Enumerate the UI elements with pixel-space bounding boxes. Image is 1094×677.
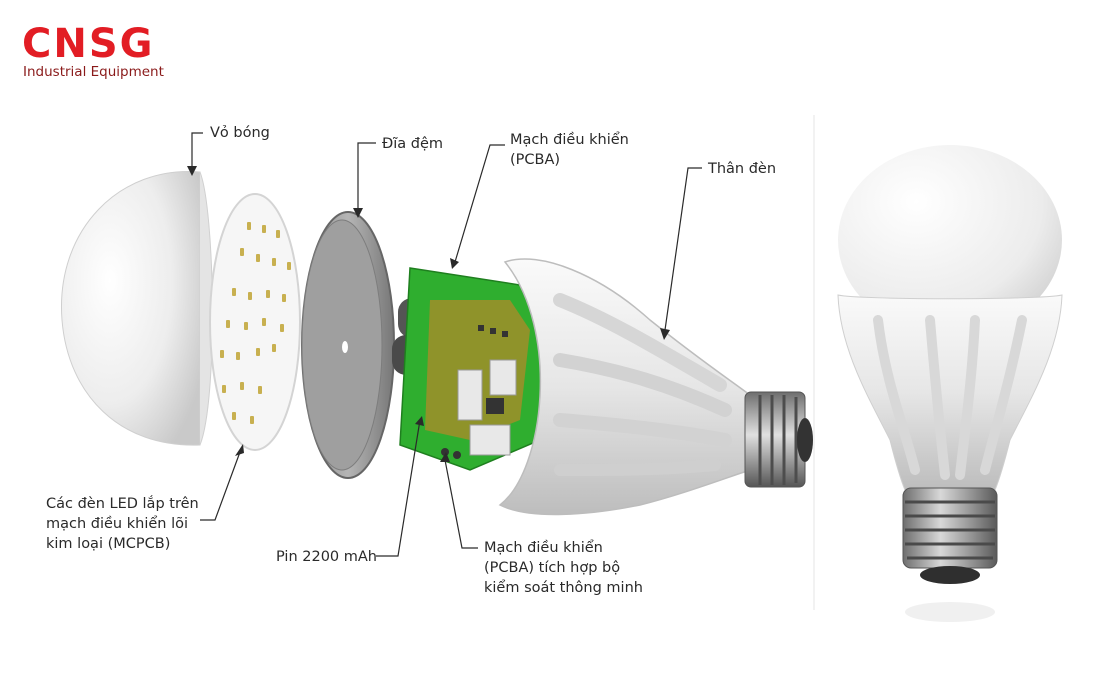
screw-base-shape (744, 391, 813, 488)
leader-cover (191, 132, 203, 168)
leader-arrowheads (187, 166, 670, 462)
leader-body (664, 167, 702, 331)
label-pcba-bottom-line1: Mạch điều khiển (484, 539, 603, 556)
label-pcba-top-line1: Mạch điều khiển (510, 131, 629, 148)
label-leds-line3: kim loại (MCPCB) (46, 536, 170, 552)
label-battery: Pin 2200 mAh (276, 549, 377, 565)
pcba-board-shape (399, 267, 549, 471)
leader-pcba-bottom (444, 459, 478, 549)
leader-leds (200, 451, 241, 521)
label-leds-line1: Các đèn LED lắp trên (46, 495, 199, 512)
label-gasket: Đĩa đệm (382, 136, 443, 152)
label-cover: Vỏ bóng (210, 125, 270, 141)
leader-gasket (357, 142, 376, 210)
brand-logo: CNSG Industrial Equipment (22, 21, 164, 80)
bulb-cover-shape (61, 171, 213, 446)
gasket-disk-shape (301, 211, 395, 479)
leader-battery (376, 419, 421, 557)
led-board-shape (209, 193, 301, 451)
label-pcba-bottom-line3: kiểm soát thông minh (484, 579, 643, 596)
leader-pcba-top (454, 144, 505, 263)
label-pcba-top-line2: (PCBA) (510, 152, 560, 168)
label-body: Thân đèn (707, 161, 776, 177)
complete-bulb-shape (837, 145, 1063, 622)
bulb-body-shape (498, 258, 751, 516)
label-pcba-bottom-line2: (PCBA) tích hợp bộ (484, 560, 620, 576)
label-leds-line2: mạch điều khiển lõi (46, 515, 188, 532)
logo-brand-text: CNSG (22, 21, 154, 67)
logo-tagline: Industrial Equipment (23, 64, 164, 80)
leader-lines (191, 132, 702, 557)
